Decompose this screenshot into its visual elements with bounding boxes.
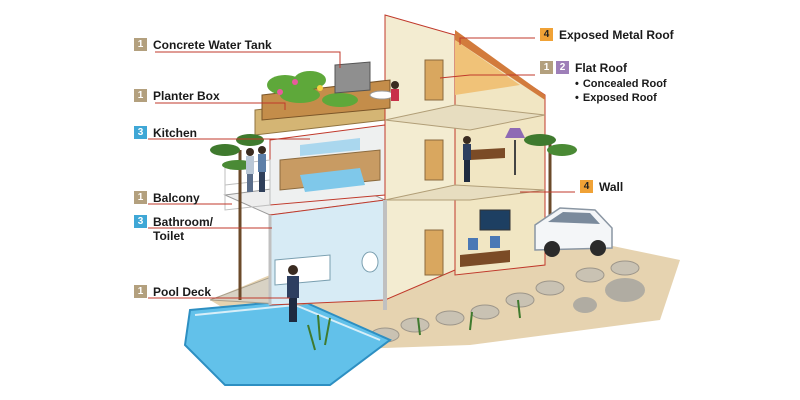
label-wall: 4 Wall bbox=[580, 180, 623, 194]
sub-item-concealed-roof: Concealed Roof bbox=[575, 77, 667, 91]
label-text: Wall bbox=[599, 180, 624, 194]
plants bbox=[267, 71, 358, 107]
car bbox=[534, 207, 613, 257]
label-flat-roof: 1 2 Flat Roof Concealed Roof Exposed Roo… bbox=[540, 61, 667, 105]
label-text: Concrete Water Tank bbox=[153, 38, 272, 52]
label-concrete-water-tank: 1 Concrete Water Tank bbox=[134, 38, 272, 52]
badge-number: 2 bbox=[556, 61, 569, 74]
label-text: Balcony bbox=[153, 191, 200, 205]
badge-number: 1 bbox=[134, 285, 147, 298]
label-exposed-metal-roof: 4 Exposed Metal Roof bbox=[540, 28, 674, 42]
badge-number: 1 bbox=[134, 38, 147, 51]
label-text: Exposed Metal Roof bbox=[559, 28, 674, 42]
rocks bbox=[573, 278, 645, 313]
label-planter-box: 1 Planter Box bbox=[134, 89, 220, 103]
label-text: Bathroom/ Toilet bbox=[153, 215, 213, 243]
badge-number: 4 bbox=[540, 28, 553, 41]
label-text: Pool Deck bbox=[153, 285, 212, 299]
label-text: Planter Box bbox=[153, 89, 220, 103]
leader-lines bbox=[148, 37, 575, 299]
sub-item-exposed-roof: Exposed Roof bbox=[575, 91, 667, 105]
label-text: Flat Roof bbox=[575, 61, 627, 75]
person-balcony bbox=[246, 146, 266, 192]
label-text: Kitchen bbox=[153, 126, 198, 140]
badge-number: 3 bbox=[134, 215, 147, 228]
badge-number: 3 bbox=[134, 126, 147, 139]
person-office bbox=[463, 136, 471, 182]
water-tank-shape bbox=[334, 61, 371, 94]
tree-left bbox=[210, 134, 264, 300]
reeds bbox=[307, 299, 521, 351]
flat-roof-sublist: Concealed Roof Exposed Roof bbox=[575, 77, 667, 105]
label-bathroom-toilet: 3 Bathroom/ Toilet bbox=[134, 215, 213, 243]
badge-number: 4 bbox=[580, 180, 593, 193]
badge-number: 1 bbox=[540, 61, 553, 74]
badge-number: 1 bbox=[134, 191, 147, 204]
label-kitchen: 3 Kitchen bbox=[134, 126, 197, 140]
badge-number: 1 bbox=[134, 89, 147, 102]
person-pool-deck bbox=[287, 265, 299, 322]
label-pool-deck: 1 Pool Deck bbox=[134, 285, 211, 299]
label-balcony: 1 Balcony bbox=[134, 191, 200, 205]
